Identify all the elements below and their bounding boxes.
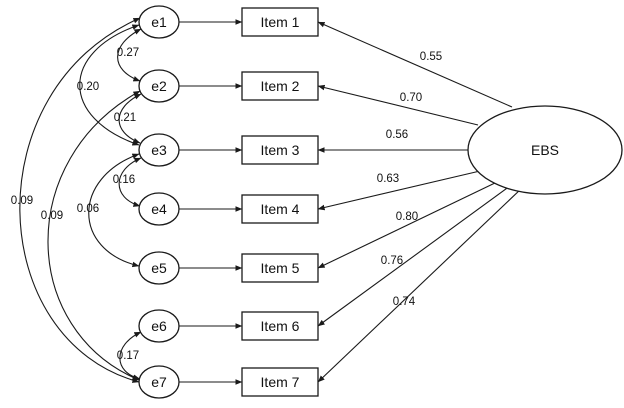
factor-loading-label: 0.80 <box>396 211 418 223</box>
item-label: Item 4 <box>261 201 300 217</box>
covariance-layer <box>19 17 142 383</box>
item-box-4 <box>241 194 319 224</box>
covariance-label: 0.16 <box>113 174 135 186</box>
covariance-label: 0.06 <box>77 203 99 215</box>
factor-loading-arrow <box>317 185 511 327</box>
path-arrow-layer <box>179 19 523 385</box>
covariance-label: 0.20 <box>77 81 99 93</box>
item-box-5 <box>241 253 319 283</box>
error-term-2 <box>138 69 180 103</box>
error-term-7 <box>138 365 180 399</box>
error-term-5 <box>138 251 180 285</box>
factor-loading-arrow <box>317 170 481 211</box>
covariance-curve <box>88 153 140 268</box>
item-box-6 <box>241 311 319 341</box>
error-term-label: e3 <box>151 142 167 158</box>
covariance-curve <box>47 90 141 381</box>
error-term-label: e1 <box>151 14 167 30</box>
item-label: Item 1 <box>261 14 300 30</box>
item-label: Item 5 <box>261 260 300 276</box>
factor-loading-arrow <box>317 181 498 269</box>
error-term-label: e2 <box>151 78 167 94</box>
item-label: Item 2 <box>261 78 300 94</box>
covariance-curve <box>19 17 141 383</box>
error-term-4 <box>138 192 180 226</box>
factor-loading-arrow <box>317 187 523 383</box>
factor-loading-arrow <box>317 21 513 108</box>
item-box-1 <box>241 7 319 37</box>
item-box-2 <box>241 71 319 101</box>
factor-loading-label: 0.70 <box>400 92 422 104</box>
covariance-label: 0.09 <box>41 210 63 222</box>
latent-factor-label: EBS <box>531 142 559 158</box>
covariance-label: 0.21 <box>114 112 136 124</box>
factor-loading-label: 0.56 <box>386 129 408 141</box>
covariance-curve <box>79 24 140 146</box>
error-term-label: e7 <box>151 374 167 390</box>
factor-loading-label: 0.63 <box>377 173 399 185</box>
factor-loading-arrow <box>317 84 479 126</box>
covariance-label: 0.27 <box>117 47 139 59</box>
covariance-label: 0.09 <box>11 195 33 207</box>
item-label: Item 6 <box>261 318 300 334</box>
covariance-curve <box>119 331 142 381</box>
covariance-label: 0.17 <box>117 350 139 362</box>
factor-loading-label: 0.74 <box>393 296 416 308</box>
item-box-7 <box>241 367 319 397</box>
latent-factor-ellipse <box>467 105 623 195</box>
factor-loading-label: 0.76 <box>381 255 403 267</box>
item-box-3 <box>241 135 319 165</box>
error-term-6 <box>138 309 180 343</box>
coefficient-label-layer: 0.55 0.70 0.56 0.63 0.80 0.76 0.74 0.27 0.20 0.21… <box>11 47 442 362</box>
error-term-label: e6 <box>151 318 167 334</box>
item-label: Item 7 <box>261 374 300 390</box>
error-term-1 <box>138 5 180 39</box>
error-term-label: e5 <box>151 260 167 276</box>
error-term-3 <box>138 133 180 167</box>
error-term-label: e4 <box>151 201 167 217</box>
item-label: Item 3 <box>261 142 300 158</box>
factor-loading-label: 0.55 <box>420 51 442 63</box>
